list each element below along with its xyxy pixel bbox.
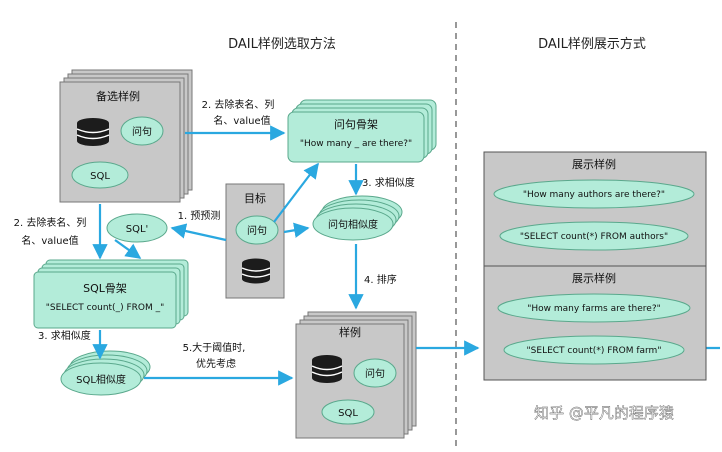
step-threshold-line2: 优先考虑 [196,357,236,370]
example-sql: SQL [338,408,358,419]
arrow-sqlprime-to-sqlskeleton [114,239,142,259]
display-1-question: "How many authors are there?" [523,190,665,200]
step-remove-top-line1: 2. 去除表名、列 [202,98,275,111]
target-question: 问句 [247,224,267,237]
sql-prime-cloud [106,213,168,243]
candidates-sql: SQL [90,171,110,182]
example-stack: 样例 问句 SQL [295,311,417,439]
candidates-question: 问句 [132,125,152,138]
display-1-title: 展示样例 [572,157,616,171]
question-skeleton-stack: 问句骨架 "How many _ are there?" [287,99,437,163]
candidates-question-cloud [120,116,164,146]
question-skeleton-text: "How many _ are there?" [300,139,412,149]
sql-skeleton-stack: SQL骨架 "SELECT count(_) FROM _" [33,259,189,329]
step-remove-left-line1: 2. 去除表名、列 [14,216,87,229]
example-title: 样例 [339,325,361,339]
step-predict: 1. 预预测 [178,209,221,222]
step-threshold-line1: 5.大于阈值时, [183,341,246,354]
candidates-stack: 备选样例 问句 SQL [59,69,193,203]
left-title: DAIL样例选取方法 [228,36,336,52]
display-1-sql-cloud [499,221,689,251]
step-remove-left-line2: 名、value值 [21,234,78,247]
display-1-sql: "SELECT count(*) FROM authors" [520,232,668,242]
question-similarity-stack: 问句相似度 [312,195,403,241]
database-icon [76,118,110,146]
display-2-sql-cloud [503,335,685,365]
right-title: DAIL样例展示方式 [538,36,646,52]
sql-skeleton-title: SQL骨架 [83,282,127,295]
candidates-title: 备选样例 [96,89,140,103]
sql-similarity-stack: SQL相似度 [60,350,151,396]
arrow-target-to-sqlprime [170,223,227,242]
display-2-question-cloud [497,293,691,323]
example-question-cloud [353,358,397,388]
sql-similarity-label: SQL相似度 [76,373,126,386]
step-labels: 2. 去除表名、列 名、value值 1. 预预测 2. 去除表名、列 名、va… [14,98,415,370]
step-sort: 4. 排序 [364,273,397,286]
target-question-cloud [235,215,279,245]
target-box: 目标 问句 [225,183,285,299]
example-sql-cloud [321,399,375,425]
target-title: 目标 [244,191,266,205]
step-remove-top-line2: 名、value值 [213,114,270,127]
display-panel: 展示样例 "How many authors are there?" "SELE… [483,151,707,381]
database-icon [241,258,271,284]
display-2-question: "How many farms are there?" [527,304,661,314]
candidates-sql-cloud [71,161,129,189]
step-similarity-sql: 3. 求相似度 [38,329,91,342]
arrow-target-to-qskeleton [273,162,319,223]
example-question: 问句 [365,367,385,380]
arrow-target-to-qsim [283,222,310,238]
display-1-question-cloud [493,179,695,209]
display-2-sql: "SELECT count(*) FROM farm" [527,346,662,356]
sql-skeleton-text: "SELECT count(_) FROM _" [46,303,164,313]
question-similarity-label: 问句相似度 [328,218,378,231]
database-icon [311,355,343,383]
question-skeleton-title: 问句骨架 [334,118,378,131]
display-2-title: 展示样例 [572,271,616,285]
watermark: 知乎 @平凡的程序猿 [534,404,674,422]
step-similarity-question: 3. 求相似度 [362,176,415,189]
sql-prime-label: SQL' [126,224,149,235]
